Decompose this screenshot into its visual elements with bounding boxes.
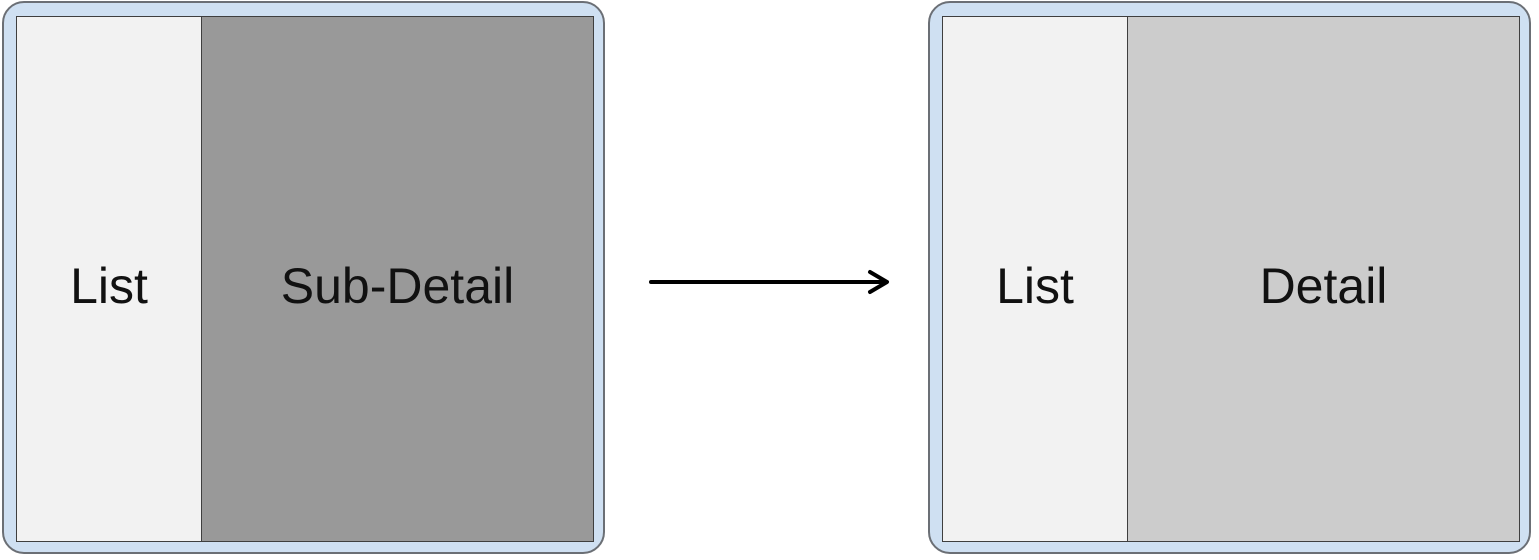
detail-label: Detail [1259,258,1388,314]
right-list-label: List [996,258,1074,314]
left-list-label: List [70,258,148,314]
left-window-frame: List Sub-Detail [2,1,605,554]
right-window-frame: List Detail [928,1,1531,554]
left-window-screen: List Sub-Detail [16,16,594,542]
detail-pane: Detail [1128,17,1519,541]
sub-detail-label: Sub-Detail [280,258,515,314]
transition-arrow [648,268,894,298]
sub-detail-pane: Sub-Detail [202,17,593,541]
right-list-pane: List [943,17,1128,541]
right-window-screen: List Detail [942,16,1520,542]
right-arrow-icon [649,270,889,294]
left-list-pane: List [17,17,202,541]
